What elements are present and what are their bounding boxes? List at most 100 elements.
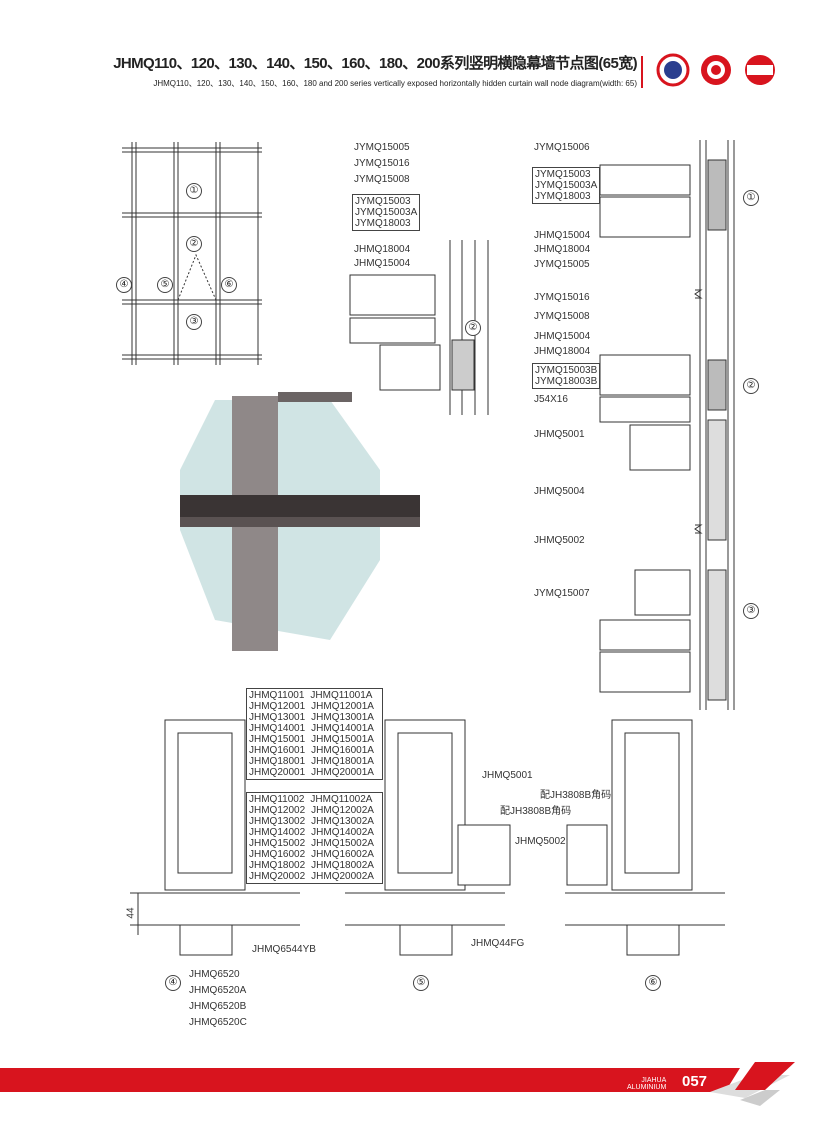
part-row: JHMQ13001 JHMQ13001A — [249, 712, 380, 723]
label: JHMQ5004 — [534, 486, 585, 497]
label: JHMQ44FG — [471, 938, 525, 949]
part-code: JHMQ13001 — [249, 712, 306, 723]
part-code: JHMQ14002A — [311, 827, 374, 838]
label: JYMQ18003B — [535, 376, 598, 387]
label: JYMQ15003A — [355, 207, 418, 218]
node-2-section — [349, 240, 489, 415]
page-number: 057 — [682, 1073, 708, 1090]
marker-6: ⑥ — [221, 277, 237, 293]
label: JYMQ15003 — [355, 196, 411, 207]
label: JYMQ15008 — [534, 311, 590, 322]
label: JHMQ6520A — [189, 985, 247, 996]
label: JYMQ18003 — [535, 191, 591, 202]
part-code: JHMQ15002 — [249, 838, 306, 849]
label: JYMQ15006 — [534, 142, 590, 153]
part-row: JHMQ11001 JHMQ11001A — [249, 690, 380, 701]
gb-logo — [656, 53, 690, 87]
label: JHMQ6520C — [189, 1017, 247, 1028]
part-code: JHMQ16001 — [249, 745, 306, 756]
part-code: JHMQ14001 — [249, 723, 306, 734]
part-code: JHMQ20001 — [249, 767, 306, 778]
label: J54X16 — [534, 394, 568, 405]
part-code: JHMQ11001A — [310, 690, 373, 701]
label: JYMQ15005 — [534, 259, 590, 270]
label: JHMQ15004 — [354, 258, 411, 269]
label: JYMQ15003B — [535, 365, 598, 376]
label: JYMQ15016 — [534, 292, 590, 303]
marker-2: ② — [186, 236, 202, 252]
part-row: JHMQ15001 JHMQ15001A — [249, 734, 380, 745]
footer-band — [0, 1062, 795, 1106]
part-code: JHMQ14001A — [311, 723, 374, 734]
brand-line: ALUMINIUM — [627, 1084, 667, 1091]
part-code: JHMQ11002 — [249, 794, 305, 805]
certification-seal — [701, 55, 731, 85]
part-code: JHMQ12002A — [311, 805, 374, 816]
part-code: JHMQ15001A — [311, 734, 374, 745]
part-code: JHMQ11002A — [310, 794, 373, 805]
part-row: JHMQ13002 JHMQ13002A — [249, 816, 380, 827]
part-row: JHMQ16001 JHMQ16001A — [249, 745, 380, 756]
label: JHMQ18004 — [354, 244, 411, 255]
part-code: JHMQ13002A — [311, 816, 374, 827]
part-code: JHMQ14002 — [249, 827, 306, 838]
label: JYMQ15003A — [535, 180, 598, 191]
label: JHMQ6520B — [189, 1001, 247, 1012]
label: JHMQ6520 — [189, 969, 240, 980]
marker-5: ⑤ — [157, 277, 173, 293]
part-code: JHMQ15001 — [249, 734, 306, 745]
part-code: JHMQ20002A — [311, 871, 374, 882]
part-row: JHMQ16002 JHMQ16002A — [249, 849, 380, 860]
label: JYMQ18003 — [355, 218, 411, 229]
label: JYMQ15016 — [354, 158, 410, 169]
part-code: JHMQ16002A — [311, 849, 374, 860]
part-code: JHMQ18002 — [249, 860, 306, 871]
part-row: JHMQ15002 JHMQ15002A — [249, 838, 380, 849]
part-code: JHMQ11001 — [249, 690, 305, 701]
marker: ⑤ — [413, 975, 429, 991]
brand-line: JIAHUA — [641, 1077, 667, 1084]
label: JHMQ5002 — [534, 535, 585, 546]
dimension-44: 44 — [125, 907, 137, 919]
page-subtitle: JHMQ110、120、130、140、150、160、180 and 200 … — [153, 79, 637, 88]
label: JHMQ5001 — [534, 429, 585, 440]
marker-3: ③ — [186, 314, 202, 330]
marker-1: ① — [186, 183, 202, 199]
part-code: JHMQ13002 — [249, 816, 306, 827]
part-row: JHMQ14001 JHMQ14001A — [249, 723, 380, 734]
elevation-grid — [122, 142, 262, 365]
marker: ① — [743, 190, 759, 206]
part-row: JHMQ11002 JHMQ11002A — [249, 794, 380, 805]
part-code: JHMQ18001A — [311, 756, 374, 767]
divider — [641, 56, 643, 88]
page-title: JHMQ110、120、130、140、150、160、180、200系列竖明横… — [113, 55, 637, 72]
label: 配JH3808B角码 — [540, 790, 612, 801]
marker: ⑥ — [645, 975, 661, 991]
marker: ③ — [743, 603, 759, 619]
part-code: JHMQ12001 — [249, 701, 306, 712]
label: JHMQ5002 — [515, 836, 566, 847]
part-code: JHMQ15002A — [311, 838, 374, 849]
cqm-logo — [745, 55, 775, 85]
label: JHMQ15004 — [534, 230, 591, 241]
label: JHMQ15004 — [534, 331, 591, 342]
marker: ② — [743, 378, 759, 394]
part-code: JHMQ16002 — [249, 849, 306, 860]
label: JHMQ6544YB — [252, 944, 316, 955]
part-code: JHMQ16001A — [311, 745, 374, 756]
part-code: JHMQ13001A — [311, 712, 374, 723]
